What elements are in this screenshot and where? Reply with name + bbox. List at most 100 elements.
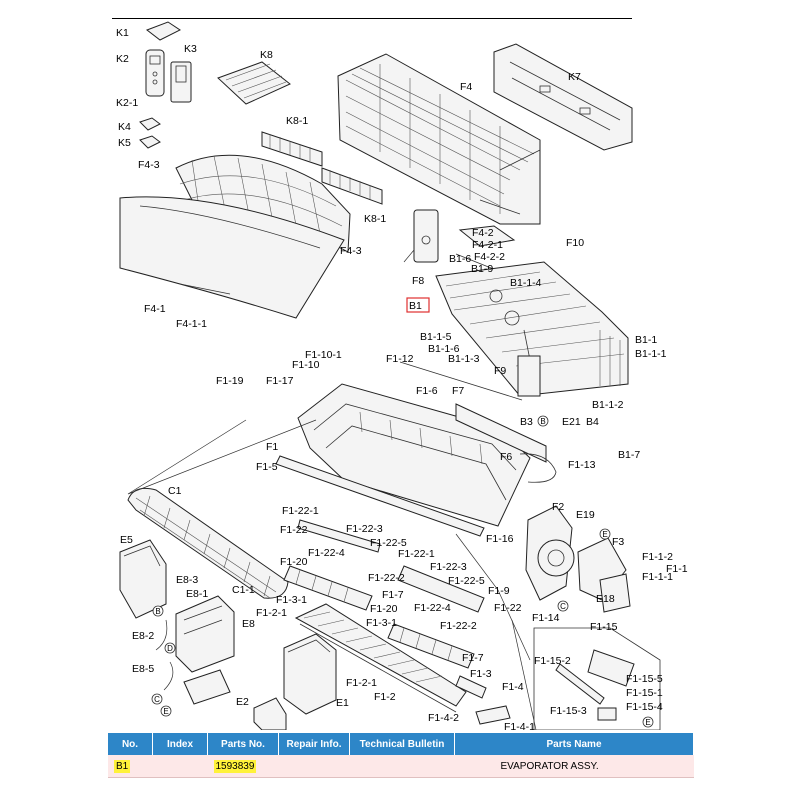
callout-label: B1-1-6 — [428, 343, 460, 355]
col-repair-info: Repair Info. — [278, 733, 350, 755]
callout-label: F1-15 — [590, 621, 618, 633]
callout-label: C1 — [168, 485, 182, 497]
exploded-parts-diagram: K1K2K3K2-1K8K4K5K8-1F4K7F4-3K8-1F4-3F4-2… — [116, 21, 688, 730]
callout-label: B1-1-3 — [448, 353, 480, 365]
callout-label: F1 — [266, 441, 278, 453]
callout-label: F1-15-3 — [550, 705, 587, 717]
b1-highlight — [406, 297, 430, 313]
circle-marker-letter: E — [602, 530, 607, 539]
control-box-e5 — [119, 539, 167, 619]
callout-label: K8-1 — [364, 213, 386, 225]
callout-label: F4-1-1 — [176, 318, 207, 330]
callout-label: F1-7 — [462, 652, 484, 664]
cell-technical-bulletin — [349, 755, 455, 778]
highlight-parts-no: 1593839 — [213, 759, 257, 773]
callout-label: K4 — [118, 121, 131, 133]
callout-label: K2 — [116, 53, 129, 65]
callout-label: F1-22 — [494, 602, 522, 614]
callout-label: F1-3-1 — [276, 594, 307, 606]
callout-label: K8-1 — [286, 115, 308, 127]
callout-label: F1-2 — [374, 691, 396, 703]
col-parts-name: Parts Name — [454, 733, 694, 755]
f1-3-f1-4-parts — [455, 675, 511, 725]
callout-label: F1-22 — [280, 524, 308, 536]
callout-label: F8 — [412, 275, 424, 287]
callout-label: F1-15-2 — [534, 655, 571, 667]
callout-label: K7 — [568, 71, 581, 83]
circle-marker-letter: C — [154, 695, 160, 704]
callout-label: E1 — [336, 697, 349, 709]
parts-table-header: No. Index Parts No. Repair Info. Technic… — [108, 733, 694, 755]
electrical-box-e1 — [253, 633, 337, 730]
callout-label: F1-4-2 — [428, 712, 459, 724]
callout-label: F3 — [612, 536, 624, 548]
highlight-no: B1 — [114, 759, 131, 773]
callout-label: F4-3 — [340, 245, 362, 257]
cell-index — [152, 755, 208, 778]
callout-label: E8 — [242, 618, 255, 630]
circle-markers — [151, 415, 654, 728]
callout-label: B1-6 — [449, 253, 471, 265]
callout-label: F1-6 — [416, 385, 438, 397]
callout-label: E8-3 — [176, 574, 198, 586]
front-grille-f4 — [337, 53, 541, 225]
f1-15-group — [533, 627, 661, 730]
callout-label: F1-22-1 — [398, 548, 435, 560]
callout-label: K2-1 — [116, 97, 138, 109]
callout-label: K8 — [260, 49, 273, 61]
callout-label: B1-1-1 — [635, 348, 667, 360]
display-f8 — [403, 209, 439, 263]
callout-label: F1-15-4 — [626, 701, 663, 713]
circle-marker-letter: D — [167, 644, 173, 653]
callout-label: B4 — [586, 416, 599, 428]
chassis-f1 — [297, 361, 557, 527]
circle-marker-letter: B — [540, 417, 545, 426]
callout-label: F1-1-2 — [642, 551, 673, 563]
callout-label: F1-1 — [666, 563, 688, 575]
callout-label: F1-22-1 — [282, 505, 319, 517]
callout-label: E8-5 — [132, 663, 154, 675]
callout-label: B3 — [520, 416, 533, 428]
cell-repair-info — [278, 755, 350, 778]
callout-label: F1-1-1 — [642, 571, 673, 583]
flap-f1-5 — [275, 455, 485, 537]
callout-label: F1-12 — [386, 353, 414, 365]
callout-label: F6 — [500, 451, 512, 463]
circle-marker-letter: E — [645, 718, 650, 727]
table-row[interactable]: B1 1593839 EVAPORATOR ASSY. — [108, 755, 694, 778]
louver-assembly-f1-22 — [283, 519, 485, 669]
callout-label: F1-13 — [568, 459, 596, 471]
callout-label: F4-3 — [138, 159, 160, 171]
callout-label: F4-2-2 — [474, 251, 505, 263]
callout-label: C1-1 — [232, 584, 255, 596]
parts-table: No. Index Parts No. Repair Info. Technic… — [108, 733, 694, 778]
callout-label: B1-1-4 — [510, 277, 542, 289]
callout-label: F1-22-4 — [308, 547, 345, 559]
callout-label: E2 — [236, 696, 249, 708]
callout-labels: K1K2K3K2-1K8K4K5K8-1F4K7F4-3K8-1F4-3F4-2… — [116, 27, 688, 730]
callout-label: F1-22-5 — [370, 537, 407, 549]
circle-marker-letter: B — [155, 607, 160, 616]
callout-label: B1 — [409, 300, 422, 312]
col-index: Index — [152, 733, 208, 755]
callout-label: F10 — [566, 237, 584, 249]
callout-label: B1-9 — [471, 263, 493, 275]
filter-k8-1 — [261, 131, 383, 205]
callout-label: F1-4 — [502, 681, 524, 693]
frame-f1-2 — [294, 603, 467, 713]
cell-parts-no: 1593839 — [207, 755, 279, 778]
callout-label: F4 — [460, 81, 472, 93]
callout-label: F2 — [552, 501, 564, 513]
circle-marker-letter: E — [163, 707, 168, 716]
callout-label: F4-2-1 — [472, 239, 503, 251]
callout-label: F1-22-5 — [448, 575, 485, 587]
callout-label: F1-20 — [280, 556, 308, 568]
crossflow-fan-c1 — [127, 487, 289, 599]
callout-label: F1-16 — [486, 533, 514, 545]
callout-label: F1-10 — [292, 359, 320, 371]
callout-label: F1-3 — [470, 668, 492, 680]
callout-label: F1-15-1 — [626, 687, 663, 699]
callout-label: F1-19 — [216, 375, 244, 387]
callout-label: B1-1-2 — [592, 399, 624, 411]
callout-label: F1-2-1 — [346, 677, 377, 689]
